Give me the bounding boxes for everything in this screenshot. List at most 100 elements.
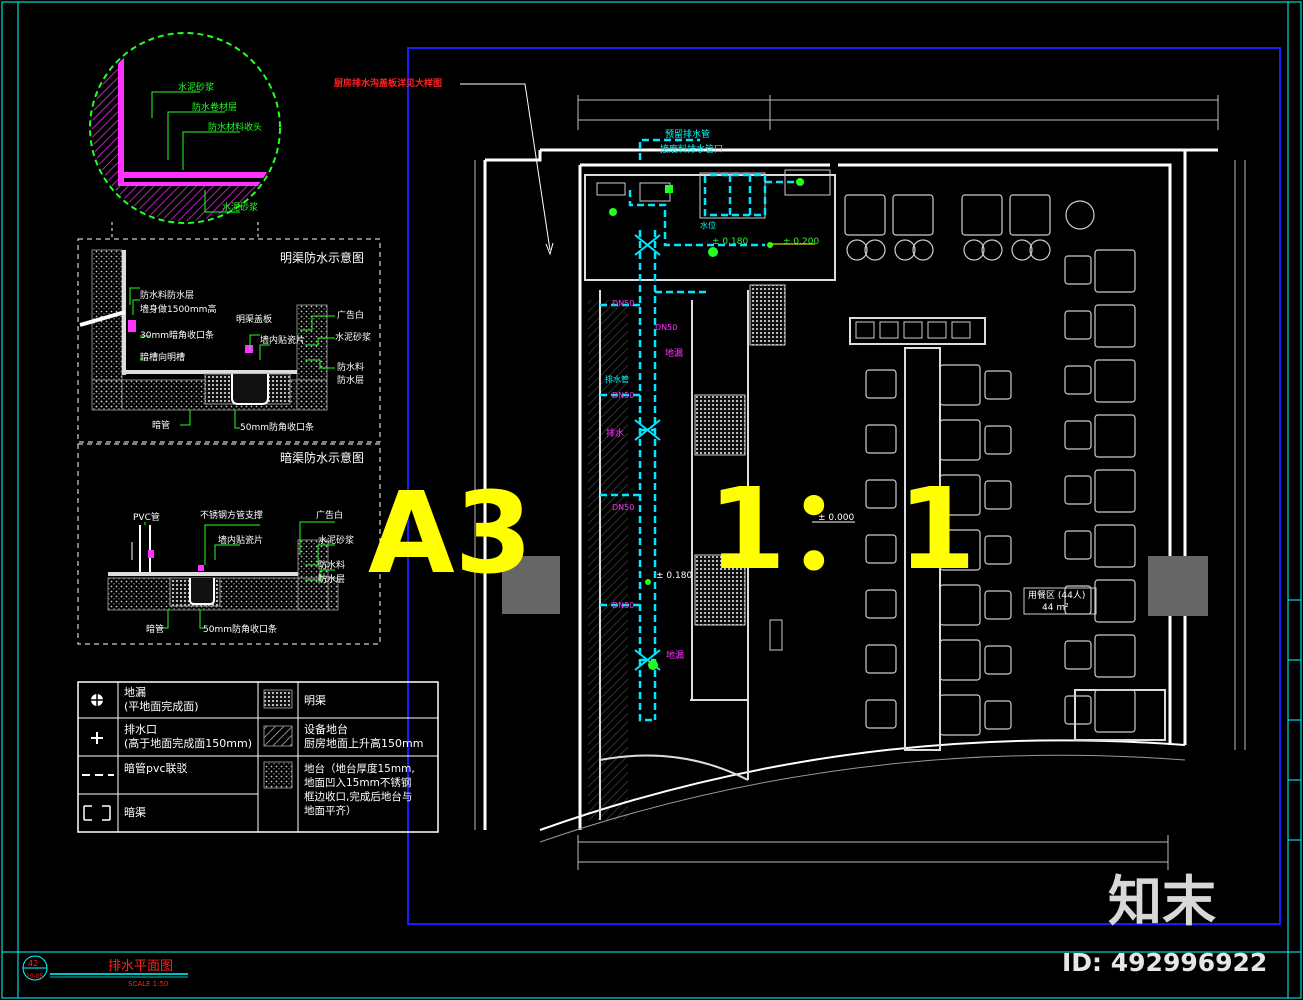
dining-table xyxy=(1094,689,1136,733)
elevation-label: ± 0.200 xyxy=(783,237,819,247)
scale-label: 1：1 xyxy=(708,465,976,595)
column xyxy=(502,556,560,614)
floor-drain-icon xyxy=(90,693,104,707)
dining-table xyxy=(1094,634,1136,678)
dining-table xyxy=(939,694,981,736)
sheet-title: 排水平面图 xyxy=(108,959,173,974)
legend-line: (高于地面完成面150mm) xyxy=(124,736,252,750)
pipe-size-label: 地漏 xyxy=(665,347,683,359)
open-channel-label: 30mm暗角收口条 xyxy=(140,329,214,341)
chair xyxy=(1064,640,1092,670)
chair xyxy=(1029,239,1051,261)
chair xyxy=(984,535,1012,565)
open-channel-label: 广告白 xyxy=(337,309,364,321)
open-channel-label: 墙身做1500mm高 xyxy=(140,303,216,315)
open-channel-label: 暗管 xyxy=(152,419,170,431)
column xyxy=(1148,556,1208,616)
elevation-label: ± 0.180 xyxy=(656,571,692,581)
open-channel-title: 明渠防水示意图 xyxy=(280,250,364,265)
chair xyxy=(984,700,1012,730)
hidden-channel-icon xyxy=(83,805,111,821)
title-block: 42 10-05 排水平面图 SCALE 1:50 xyxy=(22,955,188,988)
equipment-platform-pattern-icon xyxy=(263,725,293,747)
legend-line: 排水口 xyxy=(124,722,157,736)
bar-stool xyxy=(865,369,897,399)
legend-desc: 排水口(高于地面完成面150mm) xyxy=(124,722,252,750)
open-channel-label: 暗槽向明槽 xyxy=(140,351,185,363)
hidden-channel-label: 墙内贴瓷片 xyxy=(218,534,263,546)
dining-table xyxy=(892,194,934,236)
id-watermark: ID: 492996922 xyxy=(1062,948,1267,977)
round-table xyxy=(1065,200,1095,230)
waterproof-detail-circle: 水泥砂浆 防水卷材层 防水材料收头 水泥砂浆 xyxy=(89,32,281,238)
hidden-channel-label: 50mm防角收口条 xyxy=(203,623,277,635)
open-channel-pattern-icon xyxy=(263,689,293,709)
chair xyxy=(846,239,868,261)
floor-plan: 用餐区 (44人)44 m² 厨房排水沟盖板详见大样图 xyxy=(334,77,1246,870)
pipe-size-label: 排水 xyxy=(606,427,624,439)
cyan-note: 排水管 xyxy=(605,374,629,384)
bar-stool xyxy=(865,534,897,564)
bar-stool xyxy=(865,424,897,454)
open-channel-label: 明渠盖板 xyxy=(236,313,272,325)
open-channel-label: 防水层 xyxy=(337,374,364,386)
legend-line: 地漏 xyxy=(124,686,146,699)
pipe-size-label: DN50 xyxy=(612,391,634,400)
legend-desc: 明渠 xyxy=(304,694,326,707)
hidden-channel-label: 防水料 xyxy=(318,559,345,571)
detail-label: 防水卷材层 xyxy=(192,101,237,113)
hidden-channel-label: 不锈钢方管支撑 xyxy=(200,509,263,521)
brand-watermark: 知末 xyxy=(1108,870,1216,933)
hidden-channel-label: PVC管 xyxy=(133,511,160,523)
open-channel-label: 防水料防水层 xyxy=(140,289,194,301)
dining-table xyxy=(1094,359,1136,403)
chair xyxy=(1064,255,1092,285)
chair xyxy=(1064,695,1092,725)
chair xyxy=(984,370,1012,400)
bar-stool xyxy=(865,644,897,674)
chair xyxy=(984,590,1012,620)
pipe-size-label: DN50 xyxy=(655,323,677,332)
hidden-channel-label: 暗管 xyxy=(146,623,164,635)
pipe-size-label: 地漏 xyxy=(666,649,684,661)
chair xyxy=(984,425,1012,455)
legend-table: 地漏(平地面完成面) 排水口(高于地面完成面150mm) 暗管pvc联驳 暗渠 … xyxy=(77,681,439,833)
elevation-label: ± 0.180 xyxy=(712,237,748,247)
chair xyxy=(1064,420,1092,450)
cyan-note: 预留排水管 xyxy=(665,128,710,140)
sheet-scale: SCALE 1:50 xyxy=(128,980,168,988)
hidden-channel-label: 广告白 xyxy=(316,509,343,521)
dining-table xyxy=(939,419,981,461)
dining-table xyxy=(1094,304,1136,348)
hidden-channel-label: 水泥砂浆 xyxy=(318,534,354,546)
paper-size-label: A3 xyxy=(368,469,533,599)
detail-label: 防水材料收头 xyxy=(208,121,262,133)
legend-desc: 暗渠 xyxy=(124,805,146,819)
drain-markers xyxy=(609,178,804,670)
drain-outlet-icon xyxy=(91,732,103,744)
pipe-size-label: DN50 xyxy=(612,503,634,512)
dining-table xyxy=(939,639,981,681)
dining-table xyxy=(939,529,981,571)
open-channel-label: 防水料 xyxy=(337,361,364,373)
drain-pipe-network xyxy=(600,138,800,722)
legend-desc: 暗管pvc联驳 xyxy=(124,761,188,775)
chair xyxy=(963,239,985,261)
pipe-size-label: DN50 xyxy=(612,601,634,610)
open-channel-label: 墙内贴瓷片 xyxy=(260,334,305,346)
detail-label: 水泥砂浆 xyxy=(178,81,214,93)
open-channel-diagram: 明渠防水示意图 防水料防水层 墙身做1500mm高 30mm暗角收口条 暗槽向明… xyxy=(77,238,381,443)
hidden-channel-diagram: 暗渠防水示意图 PVC管 不锈钢方管支撑 墙内贴瓷片 广告白 水泥砂浆 防水料 … xyxy=(77,443,381,645)
cyan-note: 水位 xyxy=(700,220,716,230)
legend-desc: 地台（地台厚度15mm,地面凹入15mm不锈钢框边收口,完成后地台与地面平齐） xyxy=(304,762,415,817)
chair xyxy=(894,239,916,261)
hidden-channel-title: 暗渠防水示意图 xyxy=(280,450,364,465)
cyan-note: 接废料排水管口 xyxy=(660,143,723,155)
elevation-label: ± 0.000 xyxy=(818,513,854,523)
chair xyxy=(1064,310,1092,340)
dining-area-label: 用餐区 (44人)44 m² xyxy=(1028,589,1085,613)
chair xyxy=(984,480,1012,510)
dining-table xyxy=(939,364,981,406)
